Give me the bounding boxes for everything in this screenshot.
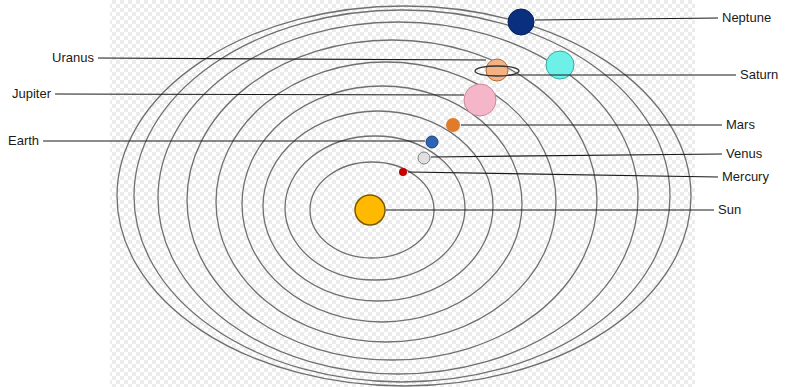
leader-line <box>431 154 722 157</box>
planet-label: Saturn <box>740 67 778 83</box>
planet-label: Jupiter <box>12 86 51 102</box>
planet-label: Uranus <box>52 50 94 66</box>
leader-line <box>386 209 714 210</box>
mercury-disc <box>399 168 407 176</box>
planet-label: Mars <box>726 117 755 133</box>
leader-line <box>508 74 736 75</box>
venus-disc <box>418 152 430 164</box>
leader-line <box>55 94 464 95</box>
leader-line <box>408 172 718 177</box>
mars-disc <box>446 118 460 132</box>
earth-disc <box>426 136 438 148</box>
leader-line <box>535 18 718 20</box>
jupiter-disc <box>464 84 496 116</box>
neptune-disc <box>508 9 534 35</box>
planet-label: Venus <box>726 146 762 162</box>
planet-label: Neptune <box>722 10 771 26</box>
leader-line <box>98 58 486 60</box>
leader-line <box>43 140 425 141</box>
planet-label: Earth <box>8 133 39 149</box>
leader-line <box>461 124 722 125</box>
planet-label: Mercury <box>722 169 769 185</box>
sun-disc <box>355 195 385 225</box>
uranus-disc <box>486 59 508 81</box>
orbits <box>117 6 691 386</box>
planet-label: Sun <box>718 202 741 218</box>
